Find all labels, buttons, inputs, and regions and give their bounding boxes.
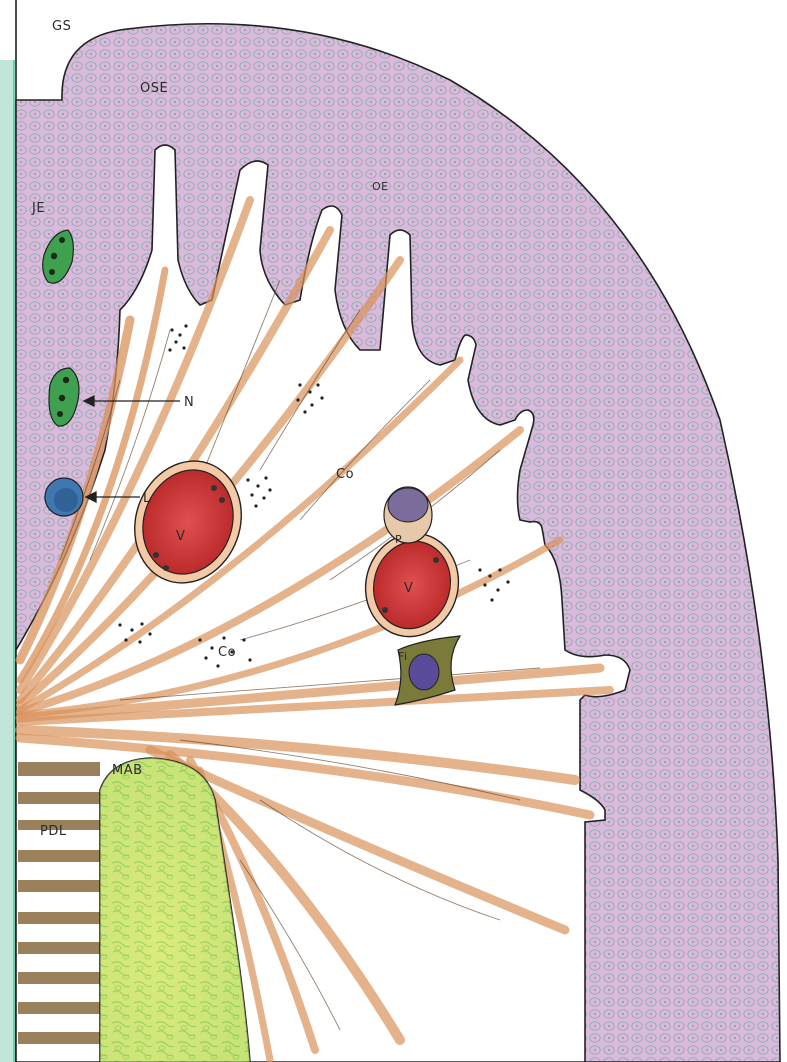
lymphocyte [45,478,83,516]
label-n: N [184,395,194,410]
label-je: JE [31,201,45,216]
label-v-right: V [404,581,413,596]
tooth-surface [0,60,14,1062]
label-pdl: PDL [40,824,67,839]
label-v-left: V [176,529,185,544]
label-co-upper: Co [336,467,354,482]
label-fi: Fi [398,650,408,663]
pericyte [384,487,432,543]
label-co-lower: Co [218,645,236,660]
label-oe: OE [372,180,389,193]
label-l: L [143,491,151,506]
label-gs: GS [52,19,71,34]
label-mab: MAB [112,763,143,778]
label-ose: OSE [140,81,168,96]
label-p: P [395,533,402,546]
